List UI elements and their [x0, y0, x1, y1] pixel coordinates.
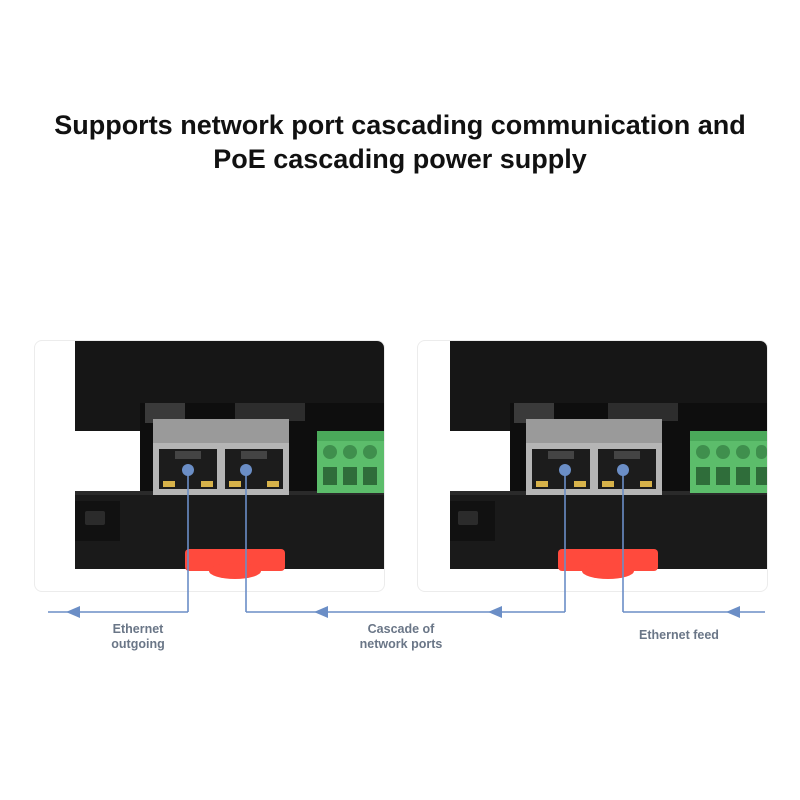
ethernet-outgoing-label: Ethernet outgoing — [88, 622, 188, 652]
port-dot-right-1 — [559, 464, 571, 476]
title-line-2: PoE cascading power supply — [213, 144, 587, 174]
cascade-line1: Cascade of — [367, 622, 435, 636]
ethernet-feed-label: Ethernet feed — [639, 628, 719, 642]
port-dot-left-1 — [182, 464, 194, 476]
device-image-left — [75, 341, 384, 579]
arrow-left-2 — [314, 606, 328, 618]
port-dot-right-2 — [617, 464, 629, 476]
cascade-label: Cascade of network ports — [341, 622, 461, 652]
ethernet-outgoing-line1: Ethernet — [112, 622, 164, 636]
page-title: Supports network port cascading communic… — [0, 108, 800, 176]
port-dot-left-2 — [240, 464, 252, 476]
arrow-left-1 — [66, 606, 80, 618]
cascade-line2: network ports — [359, 637, 443, 651]
arrow-left-3 — [488, 606, 502, 618]
ethernet-outgoing-line2: outgoing — [111, 637, 165, 651]
device-image-right — [450, 341, 767, 579]
arrow-left-4 — [726, 606, 740, 618]
device-panel-right — [417, 340, 768, 592]
device-panel-left — [34, 340, 385, 592]
title-line-1: Supports network port cascading communic… — [54, 110, 746, 140]
